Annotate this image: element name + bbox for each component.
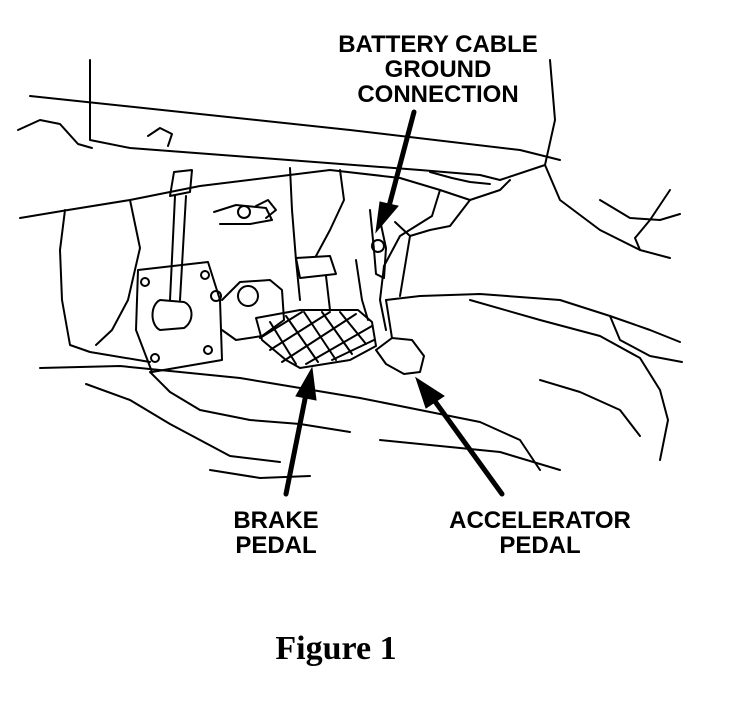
callout-line: PEDAL bbox=[235, 532, 317, 559]
callout-line: BATTERY CABLE bbox=[338, 31, 538, 58]
accelerator-pedal-label: ACCELERATOR PEDAL bbox=[432, 508, 648, 558]
battery-cable-ground-connection-label: BATTERY CABLE GROUND CONNECTION bbox=[318, 32, 558, 107]
callout-line: GROUND bbox=[384, 56, 492, 83]
kick-panel bbox=[385, 164, 683, 363]
arrow-brake-pedal bbox=[283, 366, 317, 497]
callout-line: BRAKE bbox=[233, 507, 319, 534]
callout-line: ACCELERATOR bbox=[449, 507, 631, 534]
accelerator-pedal-pad bbox=[375, 299, 425, 375]
leader-arrows bbox=[283, 109, 505, 497]
brake-pedal-pad bbox=[255, 309, 377, 369]
arrow-battery-ground bbox=[375, 109, 417, 234]
callout-line: PEDAL bbox=[499, 532, 581, 559]
pedal-bracket bbox=[135, 169, 285, 373]
ground-connection bbox=[289, 167, 387, 321]
floor-contours bbox=[39, 299, 669, 479]
brake-pedal-label: BRAKE PEDAL bbox=[212, 508, 340, 558]
figure-caption: Figure 1 bbox=[275, 630, 397, 667]
dash-panel bbox=[17, 59, 561, 363]
arrow-accelerator-pedal bbox=[415, 376, 505, 497]
callout-line: CONNECTION bbox=[357, 81, 519, 108]
